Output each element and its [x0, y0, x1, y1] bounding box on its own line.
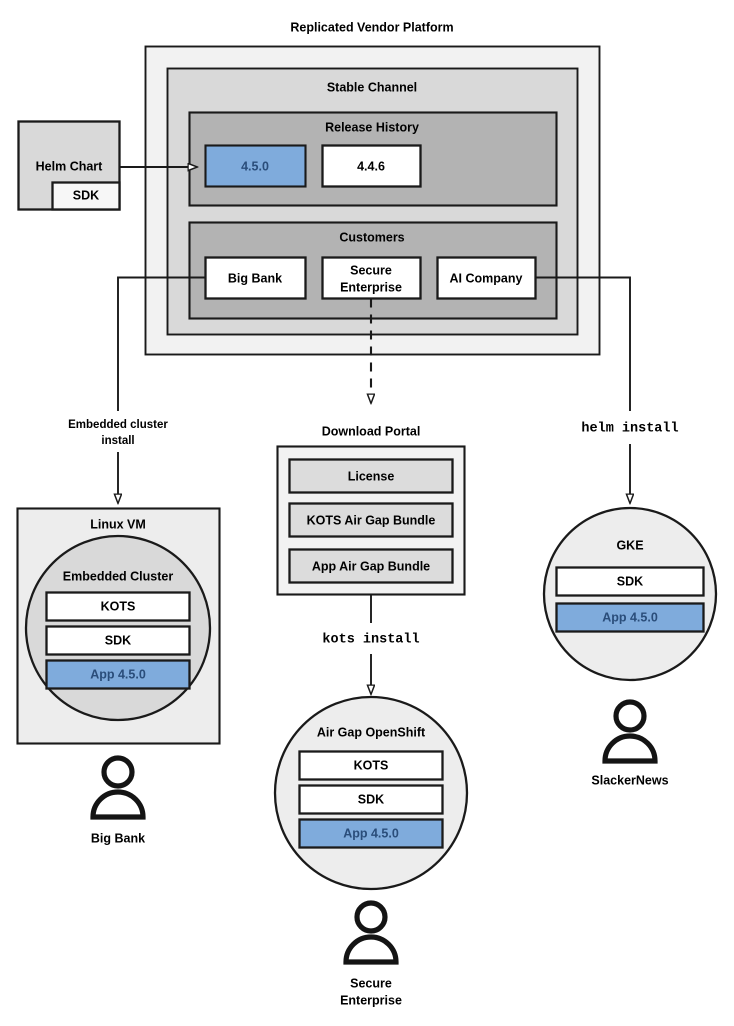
helm-chart-sdk-box[interactable] — [51, 181, 121, 211]
component-label: App 4.5.0 — [90, 667, 146, 681]
component-sdk[interactable] — [45, 625, 191, 656]
connector-ai-company-down — [535, 276, 631, 411]
component-app[interactable] — [45, 659, 191, 690]
component-label: SDK — [358, 792, 384, 806]
person-icon — [90, 755, 146, 820]
customer-label: Secure — [350, 263, 392, 277]
component-kots[interactable] — [45, 591, 191, 622]
owner-label-secure-enterprise-line2: Enterprise — [340, 993, 402, 1007]
portal-item-app-air-gap-bundle[interactable] — [288, 548, 454, 584]
person-icon — [602, 699, 658, 764]
component-label: KOTS — [101, 599, 136, 613]
portal-item-label: KOTS Air Gap Bundle — [307, 513, 436, 527]
component-label: SDK — [617, 574, 643, 588]
customer-card-big-bank[interactable] — [204, 256, 307, 300]
connector-big-bank-down — [117, 276, 206, 411]
portal-item-license[interactable] — [288, 458, 454, 494]
embedded-cluster-title: Embedded Cluster — [63, 569, 174, 583]
component-label: App 4.5.0 — [343, 826, 399, 840]
component-app[interactable] — [298, 818, 444, 849]
air-gap-openshift-title: Air Gap OpenShift — [317, 725, 426, 739]
owner-label-slackernews: SlackerNews — [591, 773, 668, 787]
customer-label-line2: Enterprise — [340, 280, 402, 294]
customer-card-secure-enterprise[interactable] — [321, 256, 422, 300]
portal-item-label: App Air Gap Bundle — [312, 559, 430, 573]
stable-channel-title: Stable Channel — [327, 80, 417, 94]
component-label: App 4.5.0 — [602, 610, 658, 624]
connector-label-embedded-cluster-install: Embedded cluster — [68, 419, 168, 431]
release-version-label: 4.4.6 — [357, 159, 385, 173]
customer-card-ai-company[interactable] — [436, 256, 537, 300]
gke-title: GKE — [616, 538, 643, 552]
page-title: Replicated Vendor Platform — [290, 20, 453, 34]
connector-label-helm-install: helm install — [581, 422, 678, 437]
sdk-label: SDK — [73, 188, 99, 202]
component-kots[interactable] — [298, 750, 444, 781]
customer-label: Big Bank — [228, 271, 282, 285]
component-app[interactable] — [555, 602, 705, 633]
component-label: SDK — [105, 633, 131, 647]
customer-label: AI Company — [450, 271, 523, 285]
owner-label-secure-enterprise: Secure — [350, 976, 392, 990]
customers-title: Customers — [339, 230, 404, 244]
download-portal-title: Download Portal — [322, 424, 421, 438]
component-sdk[interactable] — [555, 566, 705, 597]
component-sdk[interactable] — [298, 784, 444, 815]
person-icon — [343, 900, 399, 965]
connector-label-embedded-cluster-install-line2: install — [101, 435, 134, 447]
linux-vm-title: Linux VM — [90, 517, 146, 531]
component-label: KOTS — [354, 758, 389, 772]
release-version-label: 4.5.0 — [241, 159, 269, 173]
owner-label-big-bank: Big Bank — [91, 831, 145, 845]
helm-chart-title: Helm Chart — [36, 159, 104, 173]
release-history-title: Release History — [325, 120, 419, 134]
release-card-4-5-0[interactable] — [204, 144, 307, 188]
portal-item-kots-air-gap-bundle[interactable] — [288, 502, 454, 538]
connector-label-kots-install: kots install — [322, 633, 419, 648]
portal-item-label: License — [348, 469, 395, 483]
release-card-4-4-6[interactable] — [321, 144, 422, 188]
